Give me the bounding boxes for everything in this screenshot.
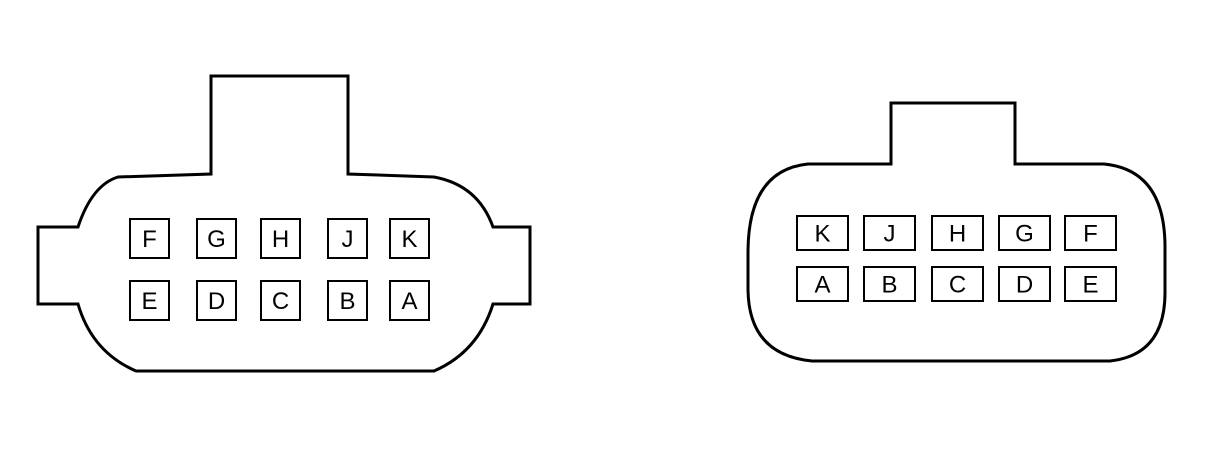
pin-label: H [949, 221, 966, 248]
pin-label: C [272, 288, 289, 315]
pin-box [129, 218, 170, 259]
pin-right-D: D [998, 266, 1051, 302]
pin-left-B: B [327, 280, 368, 321]
pin-label: E [1082, 272, 1098, 299]
pin-right-E: E [1064, 266, 1117, 302]
pin-box [327, 280, 368, 321]
pin-label: C [949, 272, 966, 299]
pin-label: F [1083, 221, 1098, 248]
pin-label: H [272, 226, 289, 253]
pin-right-C: C [931, 266, 984, 302]
pin-box [327, 218, 368, 259]
connector-right: K J H G F A B C D E [746, 101, 1167, 363]
pin-left-C: C [260, 280, 301, 321]
pin-label: B [339, 288, 355, 315]
connector-left-pins: F G H J K E D C B A [129, 218, 430, 321]
pin-box [260, 218, 301, 259]
pin-label: K [401, 226, 417, 253]
pin-left-K: K [389, 218, 430, 259]
pin-right-J: J [863, 215, 916, 251]
pin-left-H: H [260, 218, 301, 259]
connector-left: F G H J K E D C B A [36, 74, 532, 373]
pin-left-F: F [129, 218, 170, 259]
pin-box [389, 280, 430, 321]
pin-label: G [207, 226, 226, 253]
pin-label: J [884, 221, 896, 248]
pin-label: G [1015, 221, 1034, 248]
pin-label: E [141, 288, 157, 315]
pin-box [998, 215, 1051, 251]
pin-right-F: F [1064, 215, 1117, 251]
pin-box [998, 266, 1051, 302]
pin-box [931, 266, 984, 302]
pin-label: B [881, 272, 897, 299]
pin-box [129, 280, 170, 321]
pin-left-J: J [327, 218, 368, 259]
pin-left-E: E [129, 280, 170, 321]
pin-label: F [142, 226, 157, 253]
pin-right-K: K [796, 215, 849, 251]
pin-right-A: A [796, 266, 849, 302]
pin-left-D: D [196, 280, 237, 321]
connector-right-pins: K J H G F A B C D E [796, 215, 1117, 302]
pin-box [389, 218, 430, 259]
pin-box [196, 218, 237, 259]
pin-box [931, 215, 984, 251]
pin-box [196, 280, 237, 321]
pin-box [863, 215, 916, 251]
pin-label: D [1016, 272, 1033, 299]
pin-left-G: G [196, 218, 237, 259]
pin-box [260, 280, 301, 321]
pin-box [863, 266, 916, 302]
pin-label: K [814, 221, 830, 248]
pin-label: J [342, 226, 354, 253]
pin-box [1064, 266, 1117, 302]
pin-label: D [208, 288, 225, 315]
pin-box [796, 266, 849, 302]
pin-left-A: A [389, 280, 430, 321]
pin-label: A [814, 272, 830, 299]
pin-box [796, 215, 849, 251]
pin-box [1064, 215, 1117, 251]
pin-right-H: H [931, 215, 984, 251]
pin-right-B: B [863, 266, 916, 302]
pin-label: A [401, 288, 417, 315]
pin-right-G: G [998, 215, 1051, 251]
